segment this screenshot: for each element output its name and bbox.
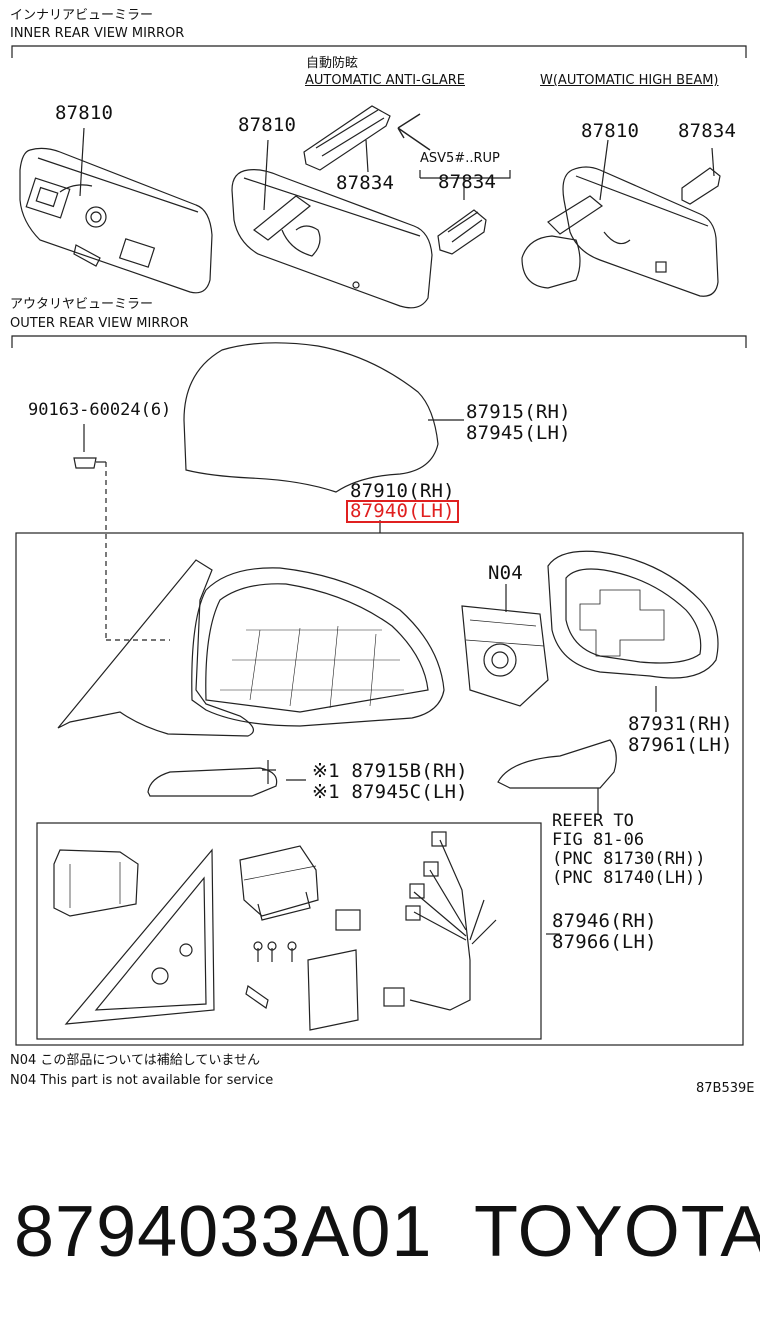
mirror-housing xyxy=(191,567,445,727)
sensor-bracket-1 xyxy=(303,105,391,171)
anti-glare-en: AUTOMATIC ANTI-GLARE xyxy=(305,73,465,88)
mirror-base-triangle xyxy=(57,559,255,737)
note-jp: N04 この部品については補給していません xyxy=(10,1053,260,1068)
assy-lh-label-highlighted[interactable]: 87940(LH) xyxy=(346,500,459,523)
glass-rh-label: 87931(RH) xyxy=(628,713,733,735)
part-label-87810-a: 87810 xyxy=(55,102,114,124)
side-cover-lh-label: ※1 87945C(LH) xyxy=(312,781,468,803)
footer-part-number: 8794033A01 xyxy=(14,1192,433,1272)
sensor-housing xyxy=(521,235,581,289)
part-label-87834-c: 87834 xyxy=(678,120,737,142)
glass-lh-label: 87961(LH) xyxy=(628,734,733,756)
inner-heading-en: INNER REAR VIEW MIRROR xyxy=(10,26,185,41)
mirror-glass xyxy=(547,550,719,679)
label-sheet xyxy=(307,949,359,1031)
outer-heading-en: OUTER REAR VIEW MIRROR xyxy=(10,316,189,331)
n04-actuator xyxy=(461,605,549,707)
harness-lh-label: 87966(LH) xyxy=(552,931,657,953)
side-cover xyxy=(147,767,278,797)
mount-bracket xyxy=(53,849,139,917)
part-label-87834-b: 87834 xyxy=(438,171,497,193)
part-label-87810-b: 87810 xyxy=(238,114,297,136)
sensor-bracket-2 xyxy=(437,209,487,255)
note-en: N04 This part is not available for servi… xyxy=(10,1073,274,1088)
harness-rh-label: 87946(RH) xyxy=(552,910,657,932)
auto-highbeam-label: W(AUTOMATIC HIGH BEAM) xyxy=(540,73,719,88)
clip xyxy=(245,985,269,1009)
n04-label: N04 xyxy=(488,562,523,584)
motor-unit xyxy=(239,845,319,917)
outer-heading-jp: アウタリヤビューミラー xyxy=(10,297,154,312)
inner-mirror-3 xyxy=(562,166,719,297)
refer-line-1: REFER TO xyxy=(552,811,634,831)
connector xyxy=(335,909,361,931)
mirror-cover-top xyxy=(183,342,439,493)
refer-line-2: FIG 81-06 xyxy=(552,830,645,850)
bolt-part-label: 90163-60024(6) xyxy=(28,400,172,420)
triangle-base xyxy=(64,848,215,1025)
wire-harness xyxy=(409,839,471,1011)
refer-line-4: (PNC 81740(LH)) xyxy=(552,868,706,888)
refer-line-3: (PNC 81730(RH)) xyxy=(552,849,706,869)
diagram-code: 87B539E xyxy=(696,1081,755,1096)
anti-glare-jp: 自動防眩 xyxy=(306,56,359,71)
turn-signal-lens xyxy=(497,739,617,789)
bolt xyxy=(73,457,97,469)
inner-mirror-2 xyxy=(231,169,433,309)
component-box xyxy=(36,822,542,1040)
sensor-bracket-3 xyxy=(681,167,721,205)
inner-mirror-1 xyxy=(19,147,213,294)
outer-section-bracket xyxy=(11,335,747,348)
inner-heading-jp: インナリアビューミラー xyxy=(10,8,154,23)
inner-section-bracket xyxy=(11,45,747,58)
cover-rh-label: 87915(RH) xyxy=(466,401,571,423)
footer-brand: TOYOTA xyxy=(474,1192,760,1272)
part-label-87810-c: 87810 xyxy=(581,120,640,142)
asv-note: ASV5#..RUP xyxy=(420,151,500,166)
cover-lh-label: 87945(LH) xyxy=(466,422,571,444)
side-cover-rh-label: ※1 87915B(RH) xyxy=(312,760,468,782)
part-label-87834-a: 87834 xyxy=(336,172,395,194)
assy-rh-label: 87910(RH) xyxy=(350,480,455,502)
